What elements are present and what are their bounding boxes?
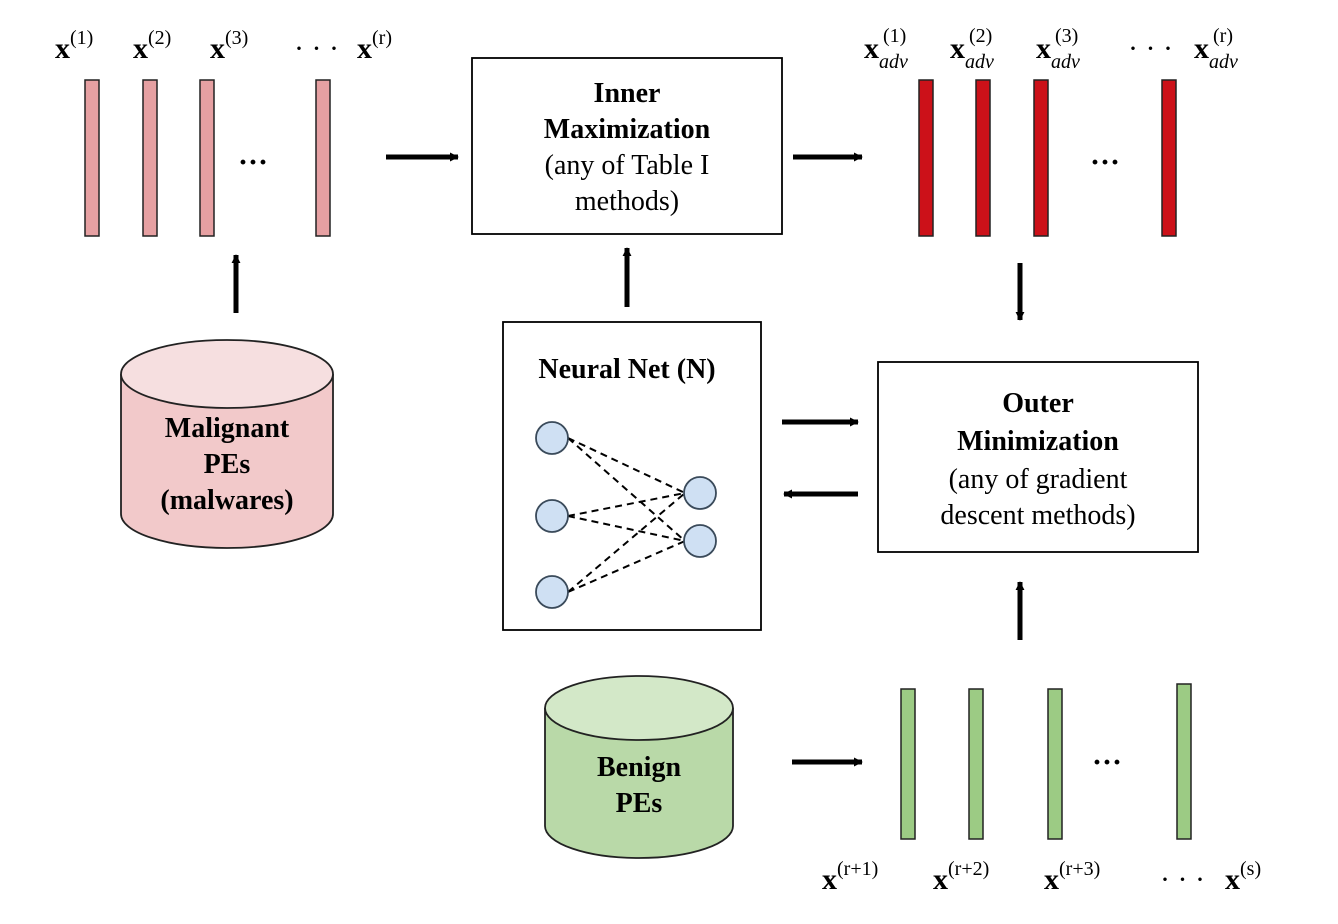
adversarial-vector-bar-2: [975, 79, 991, 237]
adversarial-label-1: xadv: [864, 32, 908, 73]
adversarial-vector-bar-r: [1161, 79, 1177, 237]
adversarial-label-r: xadv: [1194, 32, 1238, 73]
benign-label-3: x(r+3): [1044, 858, 1100, 896]
benign-bar-dots: ···: [1092, 746, 1122, 779]
malignant-label-1: x(1): [55, 27, 93, 65]
inner-max-title-1: Inner: [594, 78, 661, 109]
benign-vector-bar-s: [1176, 683, 1192, 840]
malignant-vector-bar-r: [315, 79, 331, 237]
adversarial-label-3: xadv: [1036, 32, 1080, 73]
adversarial-sup-1: (1): [883, 25, 906, 47]
benign-vector-labels: x(r+1) x(r+2) x(r+3) · · · x(s): [822, 858, 1261, 896]
malignant-label-r: x(r): [357, 27, 392, 65]
neural-net-connections: [567, 437, 686, 593]
malignant-db-line3: (malwares): [160, 485, 293, 516]
adversarial-bar-dots: ···: [1090, 146, 1120, 179]
malignant-vector-labels: x(1) x(2) x(3) · · · x(r): [55, 27, 392, 65]
benign-db-line2: PEs: [616, 788, 663, 819]
outer-min-title-2: Minimization: [957, 426, 1119, 457]
neuron-input-1: [535, 421, 569, 455]
benign-db-line1: Benign: [597, 752, 681, 783]
neural-net-box: Neural Net (N): [502, 321, 762, 631]
malignant-database: Malignant PEs (malwares): [120, 339, 334, 549]
adversarial-sup-r: (r): [1213, 25, 1233, 47]
benign-vector-bar-1: [900, 688, 916, 840]
benign-label-s: x(s): [1225, 858, 1261, 896]
malignant-vector-bar-2: [142, 79, 158, 237]
benign-database: Benign PEs: [544, 675, 734, 859]
adversarial-vectors: ···: [918, 79, 1177, 237]
neuron-input-3: [535, 575, 569, 609]
benign-vector-bar-3: [1047, 688, 1063, 840]
outer-minimization-box: Outer Minimization (any of gradient desc…: [877, 361, 1199, 553]
malignant-label-dots: · · ·: [294, 32, 339, 65]
neuron-input-2: [535, 499, 569, 533]
inner-max-desc-1: (any of Table I: [545, 150, 710, 181]
adversarial-vector-bar-3: [1033, 79, 1049, 237]
adversarial-label-2: xadv: [950, 32, 994, 73]
malignant-vector-bar-1: [84, 79, 100, 237]
inner-maximization-box: Inner Maximization (any of Table I metho…: [471, 57, 783, 235]
neural-net-title: Neural Net (N): [538, 354, 715, 385]
malignant-label-3: x(3): [210, 27, 248, 65]
adversarial-label-dots: · · ·: [1128, 32, 1173, 65]
neuron-output-1: [683, 476, 717, 510]
adversarial-vector-bar-1: [918, 79, 934, 237]
malignant-vector-bar-3: [199, 79, 215, 237]
malignant-label-2: x(2): [133, 27, 171, 65]
benign-vector-bar-2: [968, 688, 984, 840]
adversarial-sup-3: (3): [1055, 25, 1078, 47]
malignant-db-line2: PEs: [204, 449, 251, 480]
benign-label-2: x(r+2): [933, 858, 989, 896]
malignant-db-line1: Malignant: [165, 413, 290, 444]
outer-min-title-1: Outer: [1002, 388, 1074, 419]
adversarial-sup-2: (2): [969, 25, 992, 47]
malignant-bar-dots: ···: [238, 146, 268, 179]
malignant-vectors: ···: [84, 79, 331, 237]
benign-label-1: x(r+1): [822, 858, 878, 896]
outer-min-desc-2: descent methods): [940, 500, 1135, 531]
neuron-output-2: [683, 524, 717, 558]
outer-min-desc-1: (any of gradient: [949, 464, 1128, 495]
adversarial-vector-labels: xadv (1) xadv (2) xadv (3) · · · xadv (r…: [864, 25, 1238, 73]
inner-max-desc-2: methods): [575, 186, 679, 217]
inner-max-title-2: Maximization: [544, 114, 711, 145]
benign-vectors: ···: [900, 683, 1192, 840]
benign-label-dots: · · ·: [1160, 863, 1205, 896]
